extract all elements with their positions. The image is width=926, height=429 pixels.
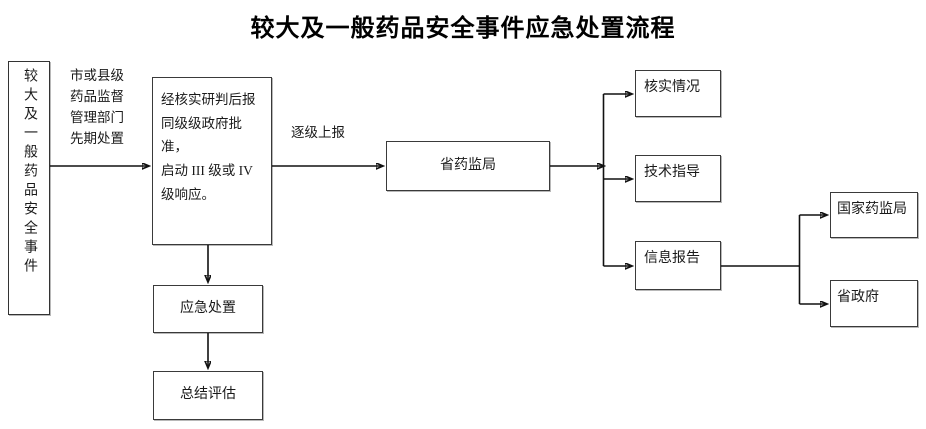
node-emergency-handling[interactable]: 应急处置 [153, 285, 263, 333]
node-source-event[interactable]: 较大及一般药品安全事件 [8, 61, 50, 315]
node-provincial-bureau[interactable]: 省药监局 [386, 141, 550, 191]
node-verify-situation-label: 核实情况 [644, 80, 700, 95]
node-provincial-bureau-label: 省药监局 [440, 157, 496, 173]
node-national-bureau-label: 国家药监局 [837, 202, 907, 217]
node-main-process-label: 经核实研判后报 同级级政府批准， 启动 III 级或 IV 级响应。 [161, 92, 256, 202]
node-emergency-handling-label: 应急处置 [180, 300, 236, 316]
node-information-report-label: 信息报告 [644, 251, 700, 266]
node-source-event-label: 较大及一般药品安全事件 [22, 68, 37, 277]
node-provincial-government-label: 省政府 [837, 290, 879, 305]
node-provincial-government[interactable]: 省政府 [830, 280, 918, 327]
node-technical-guidance-label: 技术指导 [644, 165, 700, 180]
page-title: 较大及一般药品安全事件应急处置流程 [250, 16, 676, 42]
node-verify-situation[interactable]: 核实情况 [635, 70, 721, 117]
edge-label-report-upward: 逐级上报 [291, 125, 345, 140]
node-summary-evaluation[interactable]: 总结评估 [153, 371, 263, 420]
node-national-bureau[interactable]: 国家药监局 [830, 192, 918, 238]
edge-label-initial-handling: 市或县级 药品监督 管理部门 先期处置 [70, 68, 124, 146]
node-main-process[interactable]: 经核实研判后报 同级级政府批准， 启动 III 级或 IV 级响应。 [152, 77, 272, 245]
node-information-report[interactable]: 信息报告 [635, 241, 721, 290]
node-technical-guidance[interactable]: 技术指导 [635, 155, 721, 202]
node-summary-evaluation-label: 总结评估 [180, 387, 236, 403]
